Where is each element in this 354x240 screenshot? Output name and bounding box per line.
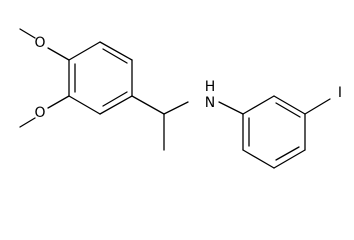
methoxy-top xyxy=(19,28,70,61)
amine-n-label: N xyxy=(205,95,215,111)
iodine-bond xyxy=(304,98,331,115)
ethyl-linker xyxy=(131,95,244,151)
iodophenyl-ring xyxy=(242,95,306,169)
methoxy-bottom xyxy=(19,95,70,128)
oxygen-top-label: O xyxy=(34,35,45,51)
iodine-label: I xyxy=(338,85,342,101)
structure-canvas: O O H N I xyxy=(19,28,342,169)
dimethoxyphenyl-ring xyxy=(68,41,133,115)
amine-h-label: H xyxy=(205,79,216,95)
oxygen-bottom-label: O xyxy=(34,105,45,121)
